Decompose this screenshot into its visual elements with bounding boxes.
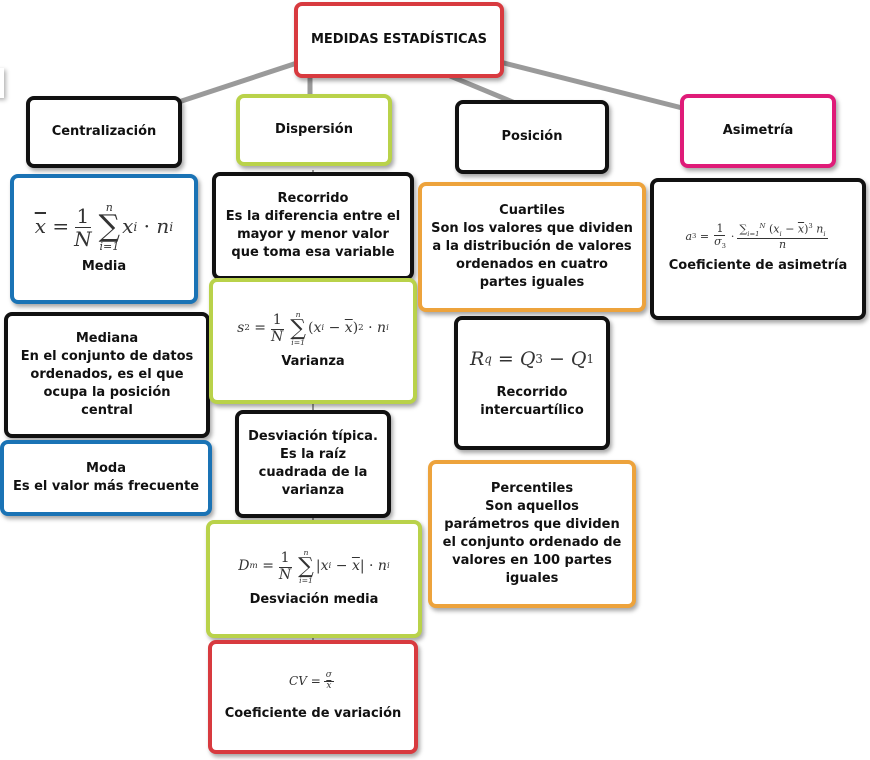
category-posicion: Posición [455,100,609,174]
recorrido-line: Es la diferencia entre el [225,209,401,225]
intercuartilico-line: Recorrido [496,385,568,401]
category-centralizacion: Centralización [26,96,182,168]
coef-asimetria-label: Coeficiente de asimetría [668,258,848,274]
mediana-title: Mediana [75,331,139,347]
category-label: Asimetría [722,123,794,139]
moda-title: Moda [86,461,126,477]
media-label: Media [81,259,127,275]
moda-text: Es el valor más frecuente [12,479,200,494]
root-node: MEDIDAS ESTADÍSTICAS [294,2,504,78]
mediana-line: En el conjunto de datos [20,349,194,365]
panel-edge [0,68,4,98]
desviacion-media-label: Desviación media [249,592,379,608]
mediana-line: ordenados, es el que [30,367,184,383]
percentiles-title: Percentiles [490,481,574,497]
recorrido-line: que toma esa variable [231,244,395,260]
category-asimetria: Asimetría [680,94,836,168]
recorrido-line: mayor y menor valor [237,227,389,242]
cuartiles-line: a la distribución de valores [432,239,632,255]
root-title: MEDIDAS ESTADÍSTICAS [310,32,487,48]
percentiles-line: parámetros que dividen [444,517,620,533]
mediana-node: Mediana En el conjunto de datos ordenado… [4,312,210,438]
percentiles-line: valores en 100 partes [452,552,612,568]
recorrido-title: Recorrido [277,191,349,207]
category-label: Dispersión [275,122,353,138]
desviacion-tipica-line: Es la raíz [279,447,347,463]
desviacion-tipica-node: Desviación típica. Es la raíz cuadrada d… [235,410,391,518]
desviacion-tipica-line: Desviación típica. [248,429,378,445]
percentiles-line: iguales [505,570,559,586]
percentiles-line: el conjunto ordenado de [442,535,622,550]
percentiles-line: Son aquellos [485,499,579,515]
desviacion-tipica-line: cuadrada de la [258,465,368,480]
moda-node: Moda Es el valor más frecuente [0,440,212,516]
recorrido-node: Recorrido Es la diferencia entre el mayo… [212,172,414,280]
desviacion-tipica-line: varianza [281,482,345,498]
cuartiles-node: Cuartiles Son los valores que dividen a … [418,182,646,312]
category-dispersion: Dispersión [236,94,392,166]
category-label: Centralización [51,124,157,140]
cuartiles-line: partes iguales [479,274,585,290]
mediana-line: ocupa la posición [43,384,171,400]
category-label: Posición [501,129,563,145]
coef-variacion-label: Coeficiente de variación [224,706,402,722]
varianza-label: Varianza [281,354,345,370]
mediana-line: central [81,402,133,418]
cuartiles-line: Son los valores que dividen [431,221,633,237]
cuartiles-title: Cuartiles [499,203,565,219]
intercuartilico-line: intercuartílico [480,403,584,419]
percentiles-node: Percentiles Son aquellos parámetros que … [428,460,636,608]
cuartiles-line: ordenados en cuatro [456,256,608,272]
